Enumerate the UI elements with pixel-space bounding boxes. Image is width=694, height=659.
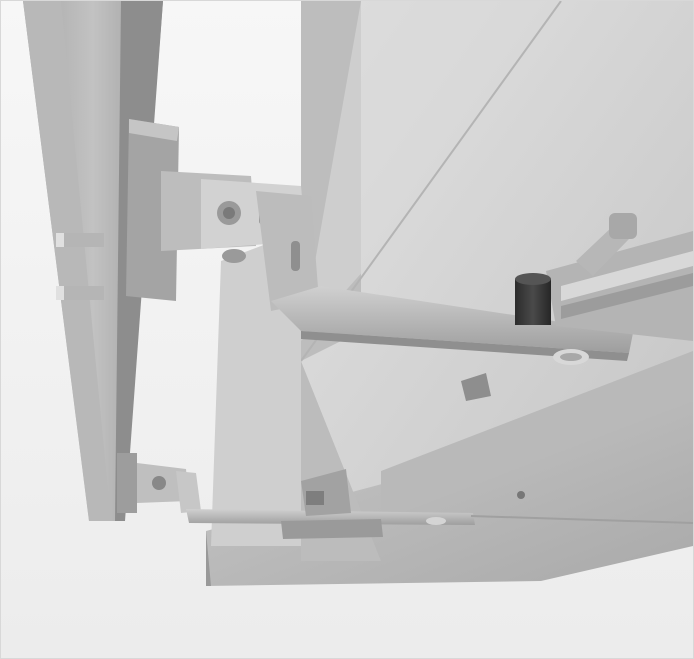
screw-head bbox=[517, 491, 525, 499]
upper-bracket bbox=[56, 119, 633, 361]
clip bbox=[461, 373, 491, 401]
knurled-knob bbox=[609, 213, 637, 239]
rail-assembly bbox=[515, 213, 693, 365]
bolt bbox=[56, 233, 104, 247]
bolt bbox=[56, 286, 104, 300]
support-arm bbox=[271, 286, 633, 353]
lower-bracket bbox=[117, 453, 693, 539]
lower-arm bbox=[186, 509, 475, 525]
dark-cylinder bbox=[515, 279, 551, 325]
